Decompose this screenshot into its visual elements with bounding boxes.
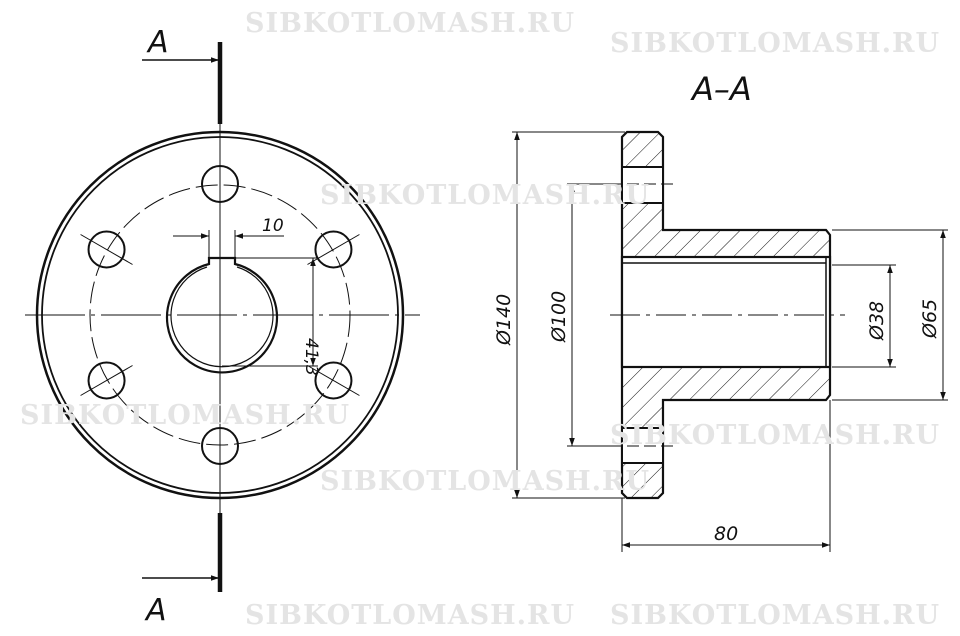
bolt-hole xyxy=(201,427,239,465)
bolt-hole xyxy=(87,361,126,400)
dim-text-d65: Ø65 xyxy=(919,299,941,339)
hole-centerline xyxy=(307,234,360,265)
watermark: SIBKOTLOMASH.RU xyxy=(320,180,651,211)
bolt-hole-section xyxy=(621,166,664,204)
watermark: SIBKOTLOMASH.RU xyxy=(245,600,576,631)
bore-chamfer xyxy=(170,266,274,368)
hole-centerline xyxy=(80,234,133,265)
dim-text-d140: Ø140 xyxy=(493,294,515,346)
dim-text-80: 80 xyxy=(714,523,738,545)
watermark: SIBKOTLOMASH.RU xyxy=(245,8,576,39)
watermark: SIBKOTLOMASH.RU xyxy=(20,400,351,431)
hole-centerline xyxy=(80,365,133,396)
watermark: SIBKOTLOMASH.RU xyxy=(610,600,941,631)
front-view xyxy=(25,42,420,592)
bolt-hole xyxy=(314,361,353,400)
section-mark-top: A xyxy=(146,25,169,60)
dim-text-d38: Ø38 xyxy=(866,301,888,341)
watermark: SIBKOTLOMASH.RU xyxy=(320,466,651,497)
bore xyxy=(620,255,832,369)
section-view xyxy=(512,130,948,552)
watermark: SIBKOTLOMASH.RU xyxy=(610,28,941,59)
dim-text-41-3: 41,3 xyxy=(301,338,321,376)
dim-text-d100: Ø100 xyxy=(548,291,570,343)
watermark: SIBKOTLOMASH.RU xyxy=(610,420,941,451)
bore-outline xyxy=(165,256,279,374)
bolt-hole xyxy=(87,230,126,269)
section-mark-bottom: A xyxy=(144,593,167,628)
section-title: A–A xyxy=(690,70,752,108)
hole-centerline xyxy=(307,365,360,396)
dim-text-10: 10 xyxy=(262,216,284,236)
bolt-hole xyxy=(201,165,239,203)
bolt-hole xyxy=(314,230,353,269)
bolt-holes xyxy=(80,165,360,465)
